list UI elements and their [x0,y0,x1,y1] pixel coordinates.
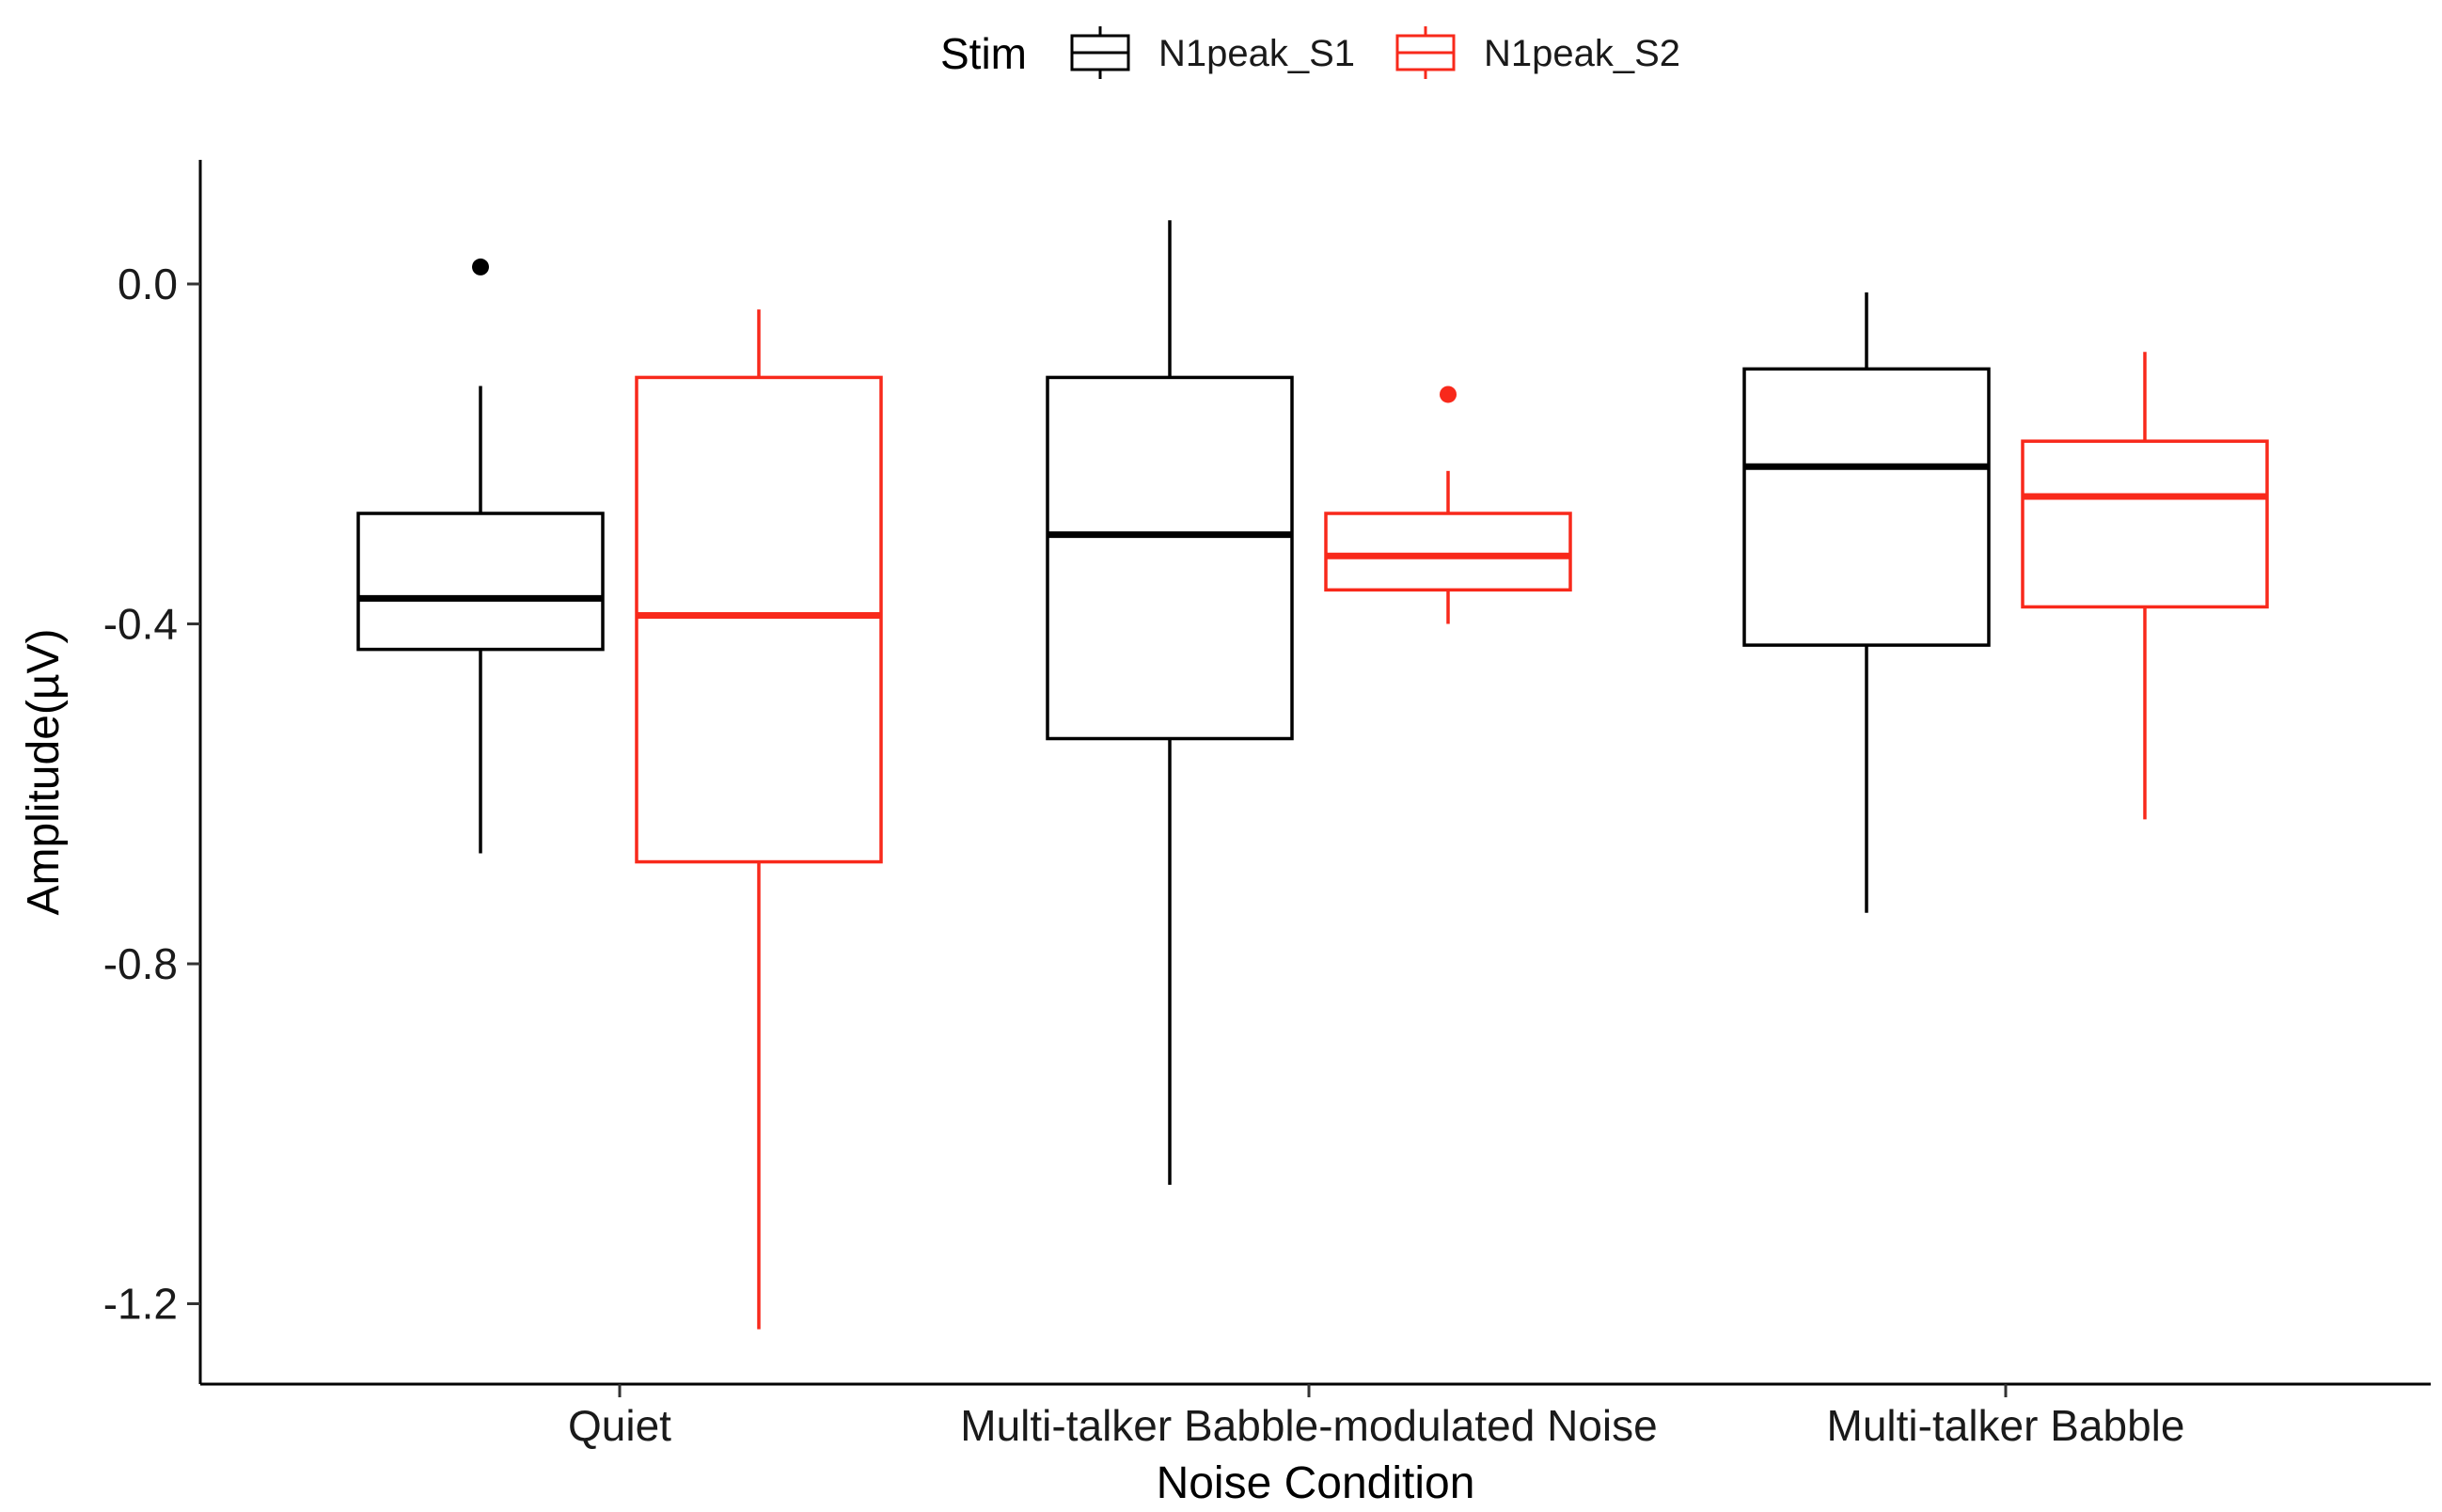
box-N1peak_S2-2 [2021,352,2269,820]
series-N1peak_S2 [635,309,2269,1330]
box-iqr [1324,512,1572,592]
y-tick-label: 0.0 [118,260,178,308]
box-N1peak_S1-2 [1742,292,1991,913]
y-tick-label: -0.8 [103,939,178,988]
legend: Stim N1peak_S1 N1peak_S2 [940,26,1680,79]
y-tick-label: -1.2 [103,1280,178,1329]
x-tick-label: Multi-talker Babble [1827,1401,2185,1450]
box-N1peak_S2-1 [1324,386,1572,624]
box-iqr [635,375,883,864]
box-N1peak_S1-1 [1046,220,1294,1185]
box-iqr [356,512,605,652]
outlier-point [472,258,489,276]
legend-label: N1peak_S2 [1484,33,1680,74]
box-N1peak_S2-0 [635,309,883,1330]
box-iqr [2021,439,2269,609]
box-N1peak_S1-0 [356,258,605,854]
x-axis-title: Noise Condition [1157,1458,1475,1508]
series-N1peak_S1 [356,220,1991,1185]
x-tick-label: Quiet [568,1401,671,1450]
legend-title: Stim [940,29,1027,78]
legend-key-N1peak_S1 [1070,26,1130,79]
box-iqr [1742,367,1991,647]
outlier-point [1440,386,1457,403]
y-tick-label: -0.4 [103,600,178,649]
x-tick-label: Multi-talker Babble-modulated Noise [960,1401,1657,1450]
legend-key-N1peak_S2 [1395,26,1456,79]
box-iqr [1046,375,1294,741]
y-axis-title: Amplitude(µV) [19,628,69,915]
plot-area [356,220,2269,1330]
legend-label: N1peak_S1 [1158,33,1355,74]
